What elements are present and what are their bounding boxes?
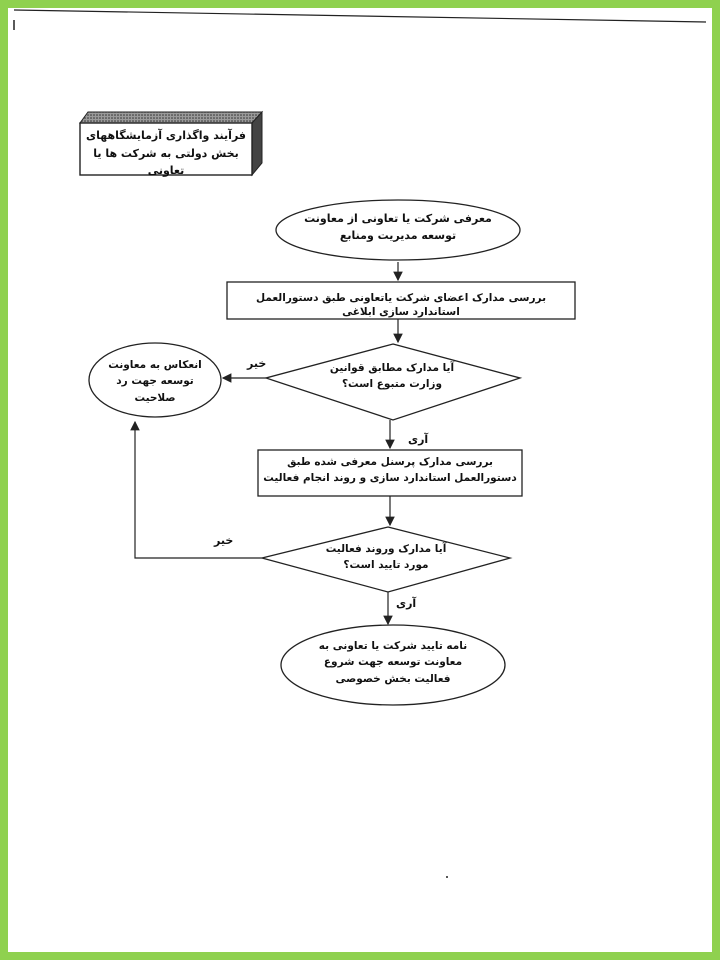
reject-node-text: انعکاس به معاونت توسعه جهت رد صلاحیت (108, 359, 202, 404)
start-node-text: معرفی شرکت یا تعاونی از معاونت توسعه مدی… (304, 212, 492, 243)
stray-dot (446, 876, 448, 878)
end-ellipse (280, 624, 506, 706)
start-ellipse (275, 199, 521, 261)
decision-laws-diamond (263, 343, 523, 421)
review-personnel-text: بررسی مدارک پرسنل معرفی شده طبق دستورالع… (263, 456, 517, 485)
decision-approval-text: آیا مدارک وروند فعالیت مورد تایید است؟ (325, 543, 447, 572)
edge-label-yes-1: آری (408, 433, 429, 446)
review-members-box (226, 281, 576, 320)
decision-laws-text: آیا مدارک مطابق قوانین وزارت متبوع است؟ (329, 362, 455, 391)
edge-label-no-2: خیر (214, 534, 234, 547)
edge-label-no-1: خیر (247, 357, 267, 370)
edge-label-yes-2: آری (396, 597, 417, 610)
end-node-text: نامه تایید شرکت یا تعاونی به معاونت توسع… (318, 640, 468, 685)
title-box-text: فرآیند واگذاری آزمایشگاههای بخش دولتی به… (86, 129, 246, 178)
scan-edge-line (13, 9, 707, 23)
arrow-no-2 (130, 420, 262, 559)
review-members-text: بررسی مدارک اعضای شرکت یاتعاونی طبق دستو… (255, 292, 547, 318)
reject-ellipse (88, 342, 222, 418)
title-box-shape (79, 110, 264, 177)
